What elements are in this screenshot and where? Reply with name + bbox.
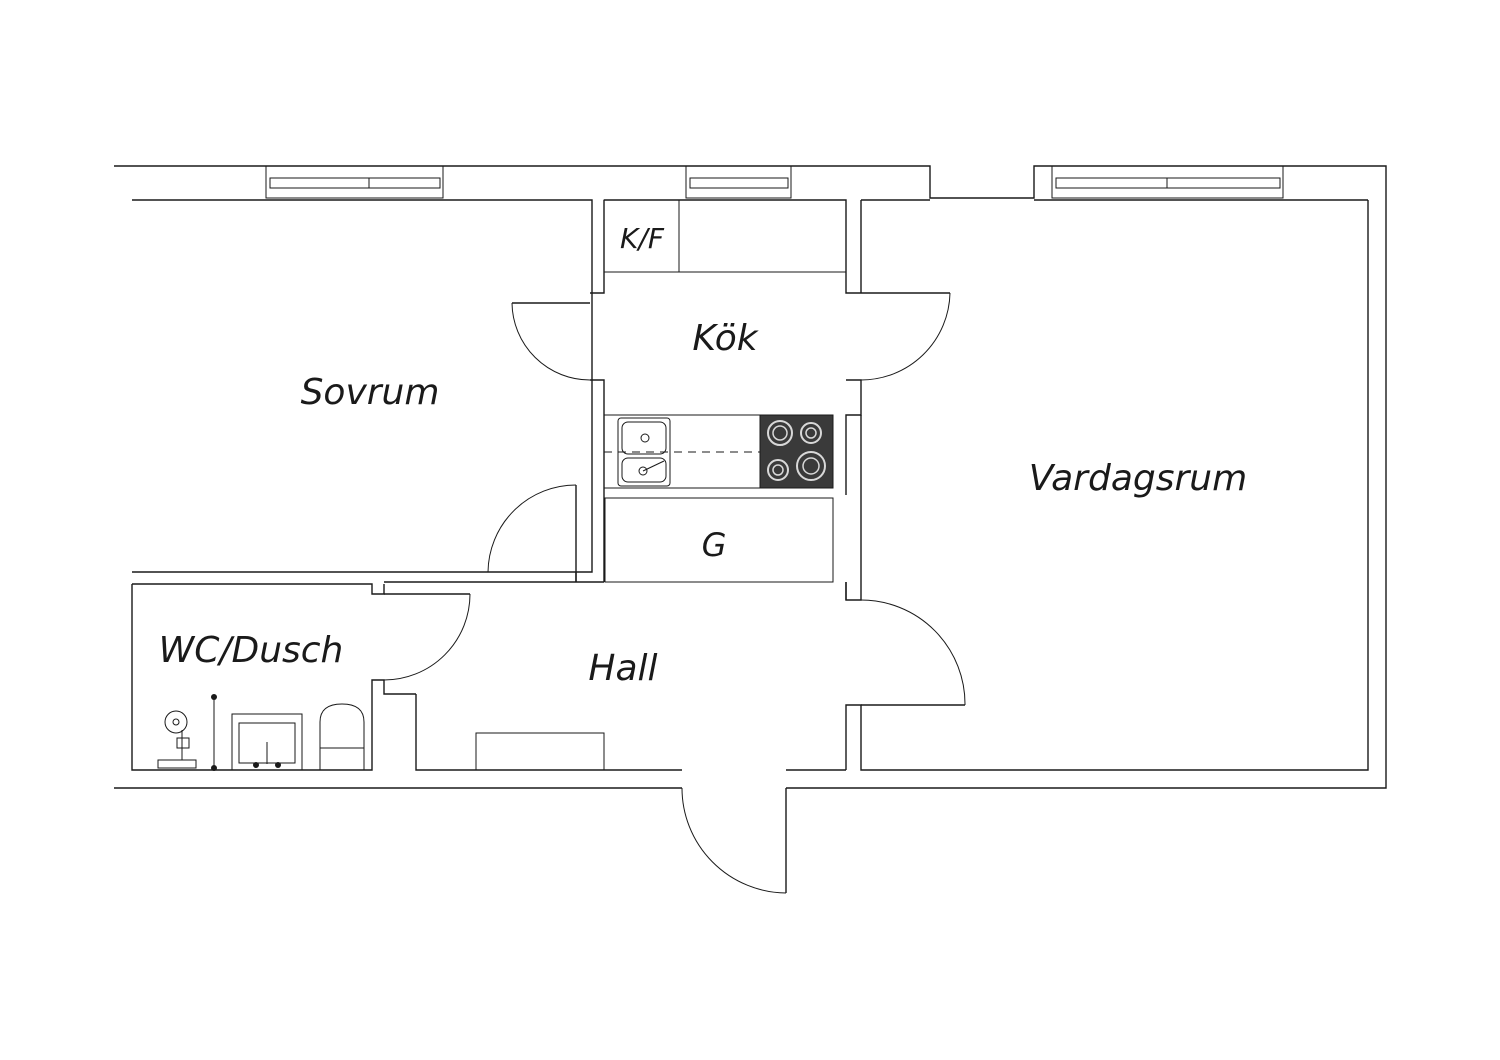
toilet-icon xyxy=(319,703,365,770)
sovrum-walls xyxy=(132,199,593,573)
label-wc-dusch: WC/Dusch xyxy=(159,630,344,671)
kok-door-left xyxy=(511,302,591,381)
g-closet xyxy=(575,415,834,583)
shower-icon xyxy=(157,694,217,771)
label-g: G xyxy=(702,526,727,564)
vardagsrum-walls xyxy=(845,199,1369,771)
window-sovrum xyxy=(265,165,444,199)
wc-dusch-walls xyxy=(131,583,416,771)
outer-wall-outline xyxy=(114,165,1387,789)
stove-icon xyxy=(759,414,834,489)
label-kok: Kök xyxy=(692,318,759,359)
sovrum-door xyxy=(487,484,577,582)
kok-door-right xyxy=(860,292,951,381)
label-vardagsrum: Vardagsrum xyxy=(1029,458,1247,499)
vardagsrum-door xyxy=(860,599,966,706)
window-vardagsrum xyxy=(1051,165,1284,199)
washbasin-icon xyxy=(231,713,303,771)
hall-walls xyxy=(384,581,847,771)
label-kf: K/F xyxy=(620,222,665,255)
wc-dusch-door xyxy=(383,593,471,681)
entrance-door xyxy=(681,787,787,894)
sink-icon xyxy=(617,417,671,487)
label-sovrum: Sovrum xyxy=(301,372,440,413)
window-kok xyxy=(685,165,792,199)
label-hall: Hall xyxy=(588,648,657,689)
